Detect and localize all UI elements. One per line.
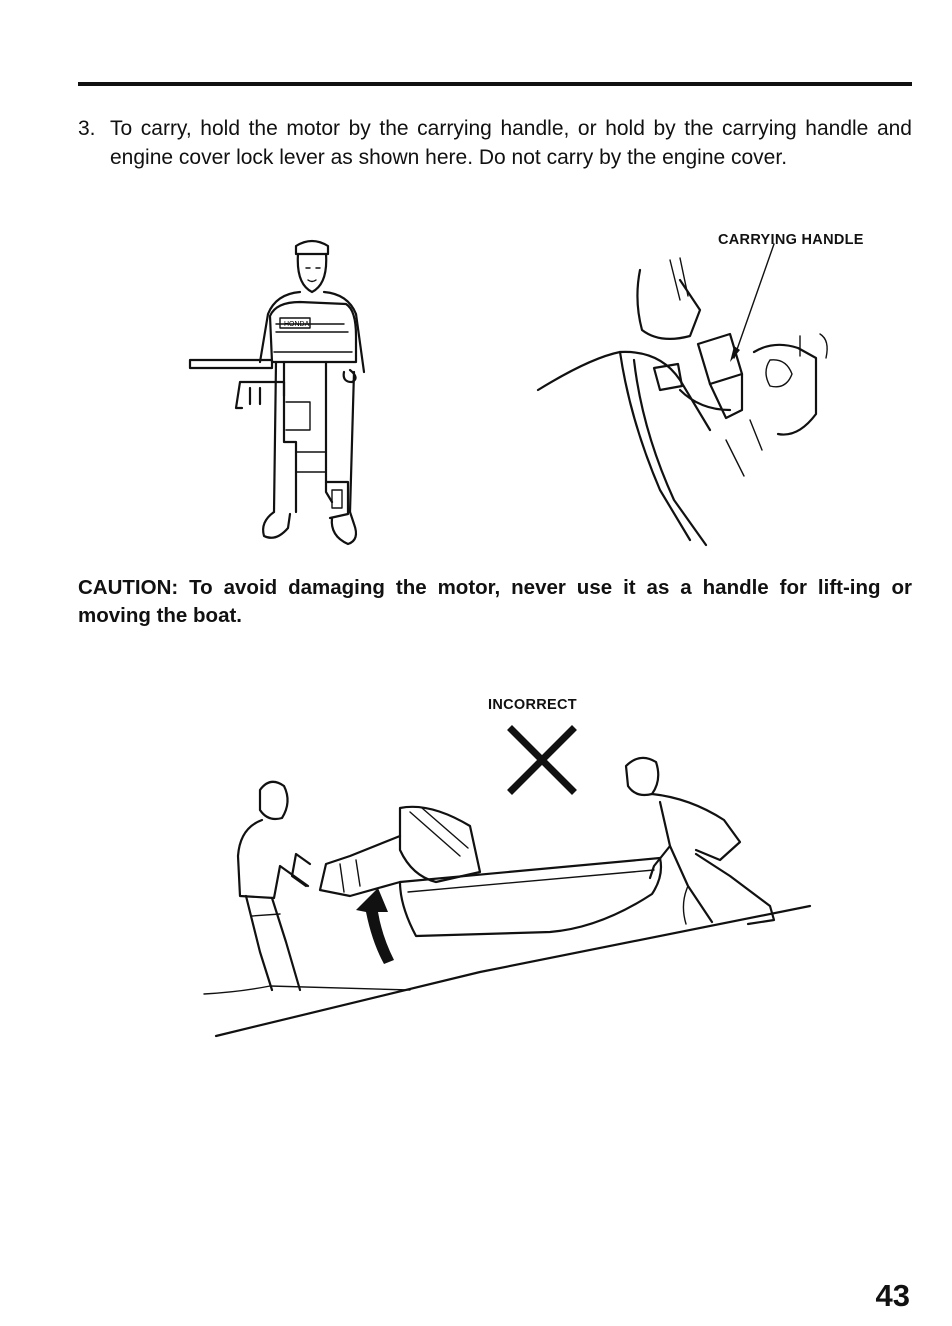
- incorrect-label: INCORRECT: [488, 697, 577, 713]
- man-carrying-motor-illustration: HONDA: [180, 232, 380, 552]
- top-rule: [78, 82, 912, 86]
- step-number: 3.: [78, 114, 96, 143]
- page-number: 43: [876, 1278, 910, 1314]
- carrying-handle-closeup-illustration: [530, 240, 830, 550]
- incorrect-boat-lift-illustration: [200, 746, 820, 1046]
- motor-brand-label: HONDA: [284, 321, 310, 328]
- step-text: To carry, hold the motor by the carrying…: [110, 114, 912, 172]
- caution-text: CAUTION: To avoid damaging the motor, ne…: [78, 574, 912, 630]
- step-3: 3. To carry, hold the motor by the carry…: [78, 114, 912, 172]
- carrying-handle-label: CARRYING HANDLE: [718, 232, 864, 248]
